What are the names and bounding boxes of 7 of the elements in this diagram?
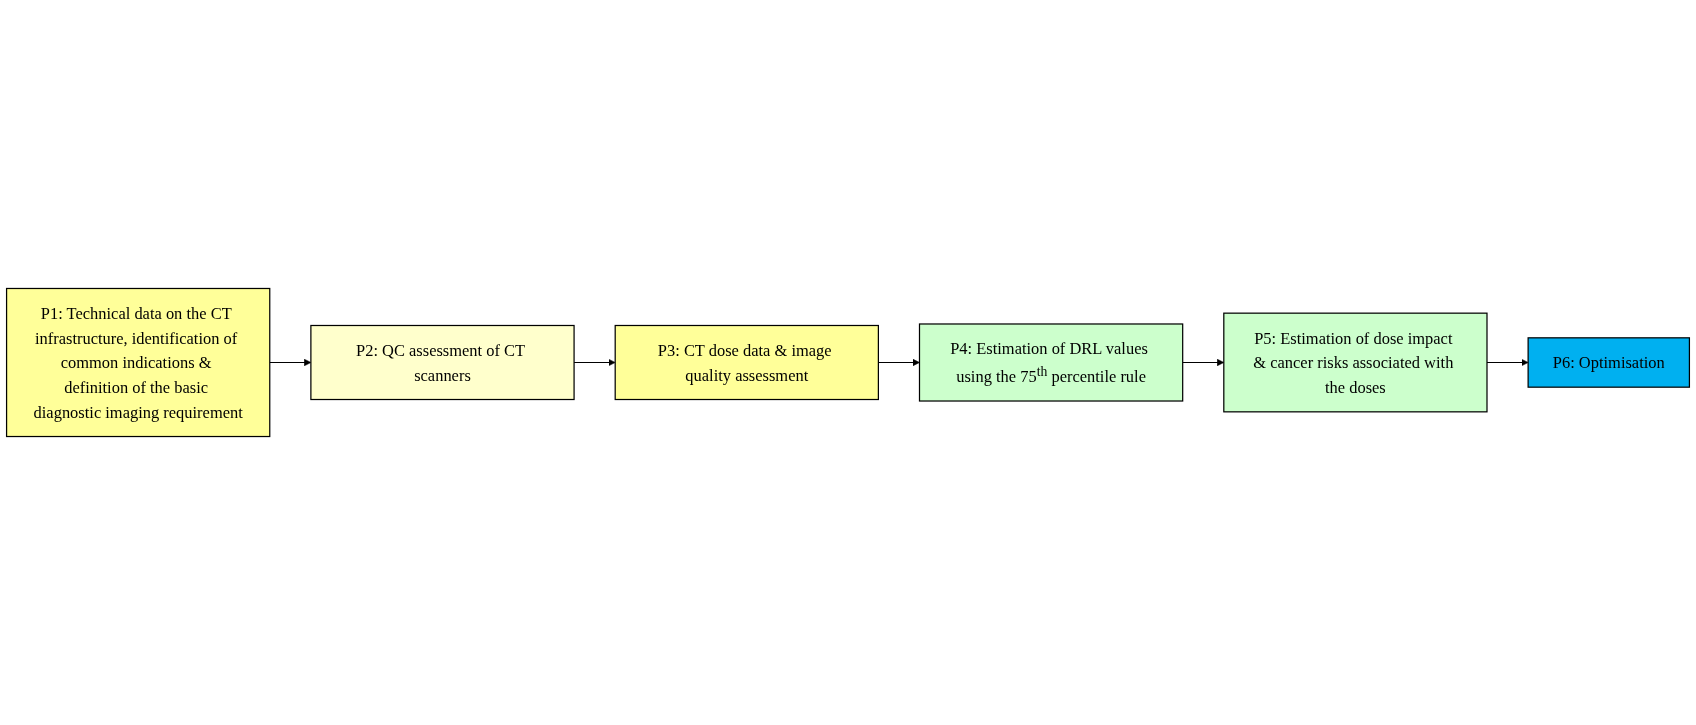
node-box: P1: Technical data on the CT infrastructure, identification of common indications & definition of the basic diagnostic imaging requirement <box>5 287 271 438</box>
node-box: P5: Estimation of dose impact & cancer risks associated with the doses <box>1223 312 1488 413</box>
node-box: P3: CT dose data & image quality assessment <box>614 324 879 401</box>
node-box: P4: Estimation of DRL values using the 75$^{th}$ percentile rule <box>918 323 1184 402</box>
arrow <box>1486 358 1529 367</box>
node-box: P2: QC assessment of CT scanners <box>310 324 575 401</box>
node-box: P6: Optimisation <box>1527 337 1691 388</box>
